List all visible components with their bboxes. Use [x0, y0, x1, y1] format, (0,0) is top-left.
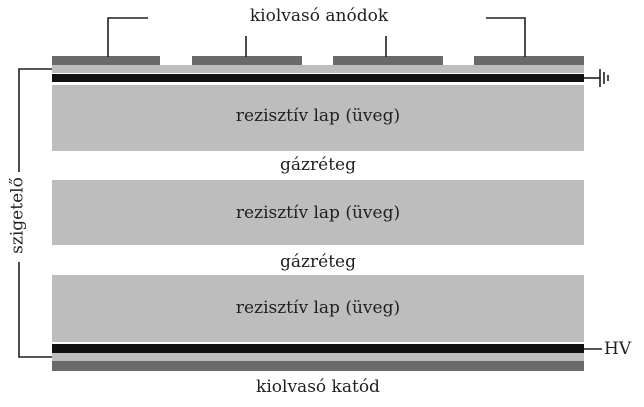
ground-symbol-icon — [584, 69, 609, 87]
resistive-plate-3 — [52, 275, 584, 342]
ground-electrode — [52, 74, 584, 82]
top-insulator-layer — [52, 65, 584, 73]
readout-cathode-strip — [52, 361, 584, 371]
anode-strip-1 — [52, 56, 160, 65]
anode-strip-4 — [474, 56, 584, 65]
resistive-plate-2-label: rezisztív lap (üveg) — [235, 203, 401, 223]
readout-anodes-label: kiolvasó anódok — [249, 6, 389, 26]
anode-leader-left — [107, 17, 148, 57]
insulator-label: szigetelő — [7, 177, 28, 254]
gas-layer-1-label: gázréteg — [280, 155, 356, 175]
insulator-bracket-bottom — [18, 262, 52, 358]
resistive-plate-1-label: rezisztív lap (üveg) — [235, 106, 401, 126]
insulator-bracket-top — [18, 68, 52, 172]
hv-label: HV — [604, 339, 632, 359]
hv-electrode — [52, 344, 584, 353]
bottom-insulator-layer — [52, 353, 584, 361]
readout-cathode-label: kiolvasó katód — [256, 377, 380, 397]
anode-leader-right — [486, 17, 526, 57]
resistive-plate-2 — [52, 180, 584, 245]
anode-strip-3 — [333, 56, 443, 65]
resistive-plate-1 — [52, 85, 584, 151]
resistive-plate-3-label: rezisztív lap (üveg) — [235, 298, 401, 318]
gas-layer-2-label: gázréteg — [280, 252, 356, 272]
anode-strip-2 — [192, 56, 302, 65]
